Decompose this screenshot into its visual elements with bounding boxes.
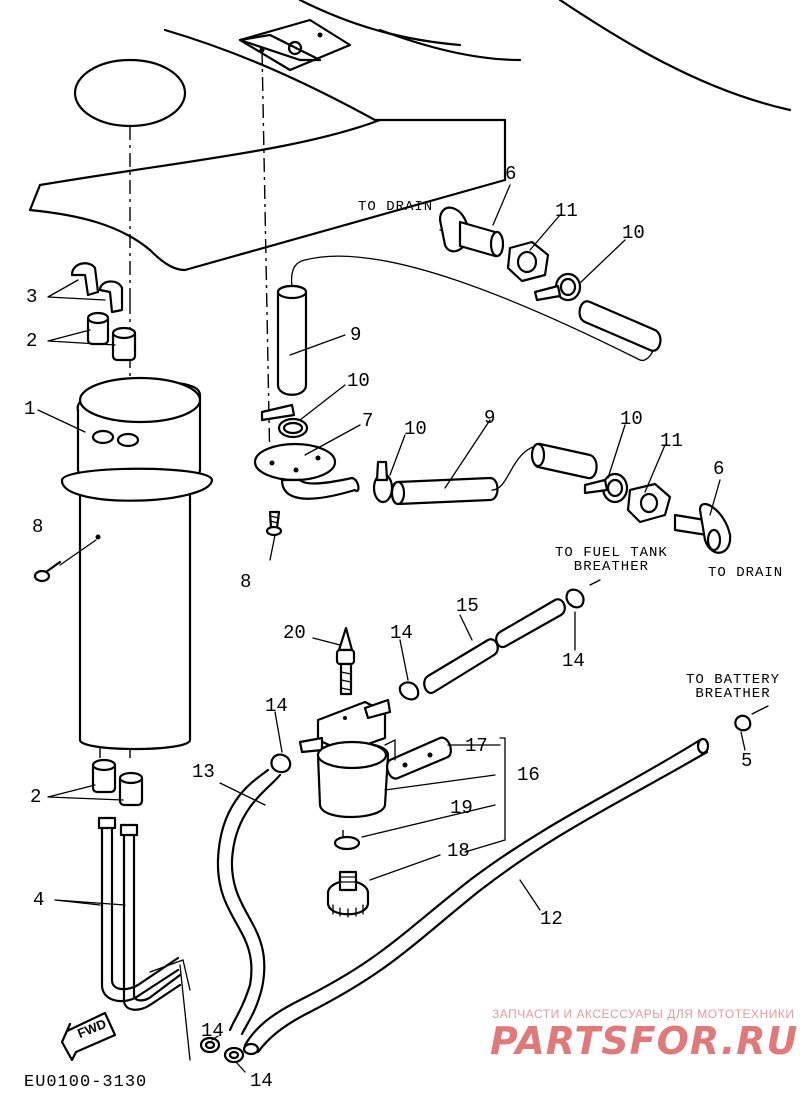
drain-fitting-part-6-top — [438, 206, 505, 258]
label-to-drain-top: TO DRAIN — [358, 199, 434, 215]
clamp-part-10-top — [533, 272, 582, 302]
grommets-part-2-bottom — [91, 758, 144, 807]
callout-9-top: 9 — [350, 324, 362, 346]
fwd-arrow-icon — [60, 1011, 117, 1062]
hose-part-13 — [216, 768, 282, 1036]
clip-part-14-left — [270, 753, 292, 774]
hose-part-9-upper — [276, 255, 656, 396]
callout-14-bottom-a: 14 — [201, 1020, 224, 1042]
watermark-tagline: ЗАПЧАСТИ И АКСЕССУАРЫ ДЛЯ МОТОТЕХНИКИ — [492, 1007, 795, 1021]
callout-10-right: 10 — [620, 408, 643, 430]
drain-fitting-part-6-right — [673, 503, 732, 554]
breather-hose-part-15 — [423, 598, 566, 695]
clip-part-5 — [734, 705, 769, 732]
screw-part-8-left — [33, 539, 97, 583]
nut-part-11-top — [506, 240, 550, 283]
callout-10-mid: 10 — [404, 418, 427, 440]
clip-part-14-mid — [398, 681, 420, 701]
callout-8-center: 8 — [240, 571, 252, 593]
callout-14-left: 14 — [265, 695, 288, 717]
elbow-fittings-part-3 — [70, 262, 124, 314]
callout-11-top: 11 — [555, 200, 578, 222]
callout-18: 18 — [447, 840, 470, 862]
screw-part-8-center — [265, 510, 283, 537]
callout-13: 13 — [192, 761, 215, 783]
leader-lines — [37, 184, 746, 1073]
hose-segment-top-right — [578, 300, 662, 352]
mounting-plate — [238, 18, 352, 72]
clamp-part-10-upper — [260, 403, 309, 439]
callout-10-mid-left: 10 — [347, 370, 370, 392]
callout-7: 7 — [362, 410, 374, 432]
clamp-part-10-mid-left — [372, 460, 394, 504]
hose-part-9-middle — [390, 442, 598, 506]
callout-6-right: 6 — [713, 458, 725, 480]
callout-14-right: 14 — [562, 650, 585, 672]
callout-2-top: 2 — [26, 330, 38, 352]
pipes-part-4 — [97, 816, 191, 1061]
callout-2-bottom: 2 — [30, 786, 42, 808]
fuel-filter-part-16 — [298, 698, 392, 819]
figure-code: EU0100-3130 — [24, 1073, 148, 1092]
canister-part-1 — [60, 376, 214, 751]
callout-1: 1 — [24, 398, 36, 420]
callout-5: 5 — [741, 750, 753, 772]
label-to-battery-breather: TO BATTERY BREATHER — [686, 672, 781, 702]
callout-20: 20 — [283, 622, 306, 644]
deck-panel — [28, 0, 792, 272]
clip-part-14-bottom-b — [223, 1046, 245, 1064]
callout-3: 3 — [26, 286, 38, 308]
clip-part-14-bottom-a — [199, 1036, 221, 1054]
clamp-part-10-mid — [583, 472, 629, 504]
nut-part-11-right — [626, 482, 672, 524]
callout-4: 4 — [33, 889, 45, 911]
o-ring-part-19 — [333, 835, 361, 851]
hatch-opening — [73, 58, 187, 128]
callout-8-left: 8 — [32, 516, 44, 538]
grommets-part-2-top — [86, 311, 137, 362]
bracket-part-17 — [384, 736, 452, 780]
drain-plug-part-18 — [326, 870, 370, 918]
callout-17: 17 — [465, 735, 488, 757]
callout-14-mid: 14 — [390, 622, 413, 644]
callout-19: 19 — [450, 797, 473, 819]
hose-part-12 — [242, 737, 710, 1056]
watermark-brand: PARTSFOR.RU — [490, 1019, 799, 1063]
callout-9-mid: 9 — [484, 407, 496, 429]
bolt-part-20 — [335, 626, 356, 696]
clip-part-14-right — [565, 588, 585, 609]
callout-10-top: 10 — [622, 222, 645, 244]
label-to-fuel-tank-breather: TO FUEL TANK BREATHER — [555, 545, 668, 575]
fitting-plate-part-7 — [253, 442, 360, 500]
callout-11-right: 11 — [660, 430, 683, 452]
callout-6-top: 6 — [505, 163, 517, 185]
callout-16: 16 — [517, 764, 540, 786]
callout-15: 15 — [456, 595, 479, 617]
callout-12: 12 — [540, 908, 563, 930]
label-to-drain-right: TO DRAIN — [708, 565, 784, 581]
callout-14-bottom-b: 14 — [250, 1070, 273, 1092]
